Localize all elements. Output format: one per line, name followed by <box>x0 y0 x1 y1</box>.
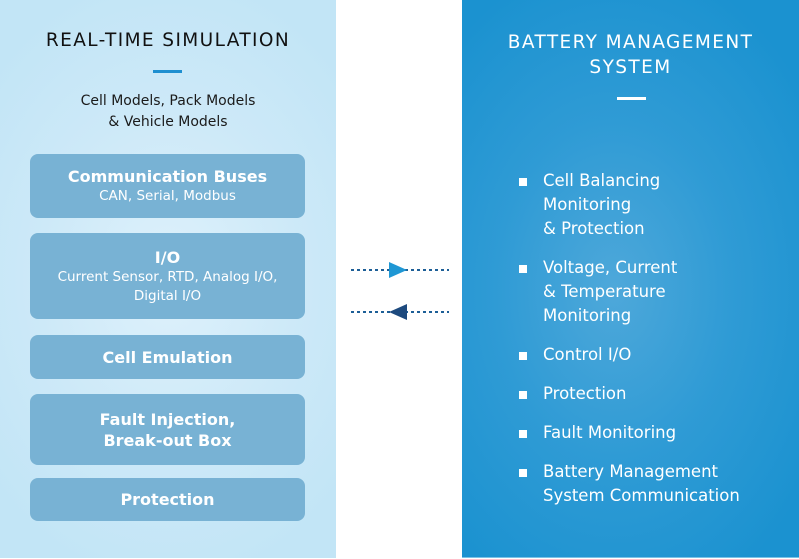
feature-line: System Communication <box>543 486 740 505</box>
square-bullet-icon <box>519 469 527 477</box>
box-subtitle: Digital I/O <box>133 287 202 304</box>
simulation-title-underline <box>153 70 182 73</box>
box-io: I/O Current Sensor, RTD, Analog I/O, Dig… <box>30 233 305 319</box>
box-title: Protection <box>120 490 215 509</box>
bms-feature-list: Cell Balancing Monitoring & Protection V… <box>519 169 789 523</box>
feature-line: Battery Management <box>543 462 719 481</box>
simulation-subtitle-line: Cell Models, Pack Models <box>80 93 256 109</box>
box-title: Cell Emulation <box>102 347 233 367</box>
square-bullet-icon <box>519 391 527 399</box>
box-communication-buses: Communication Buses CAN, Serial, Modbus <box>30 154 305 218</box>
box-title: Communication Buses <box>67 167 268 186</box>
box-title-line: Break-out Box <box>103 430 232 450</box>
feature-line: Protection <box>543 384 627 403</box>
simulation-subtitle-line: & Vehicle Models <box>108 114 228 130</box>
bms-feature-item: Battery Management System Communication <box>519 460 789 508</box>
bms-feature-item: Control I/O <box>519 343 789 367</box>
arrow-right-icon <box>389 262 407 278</box>
feature-line: & Temperature <box>543 282 666 301</box>
square-bullet-icon <box>519 178 527 186</box>
box-title: I/O <box>154 247 181 267</box>
bms-title-underline <box>617 97 646 100</box>
simulation-title: REAL-TIME SIMULATION <box>45 30 291 51</box>
box-title-line: Fault Injection, <box>99 409 236 429</box>
square-bullet-icon <box>519 265 527 273</box>
bms-title-line: SYSTEM <box>589 57 672 78</box>
bms-feature-item: Cell Balancing Monitoring & Protection <box>519 169 789 241</box>
bms-feature-item: Fault Monitoring <box>519 421 789 445</box>
box-subtitle: CAN, Serial, Modbus <box>99 188 236 204</box>
battery-management-system-panel <box>462 0 799 558</box>
arrow-to-bms <box>350 262 450 278</box>
feature-line: Control I/O <box>543 345 632 364</box>
square-bullet-icon <box>519 430 527 438</box>
box-fault-injection: Fault Injection, Break-out Box <box>30 394 305 465</box>
feature-line: Monitoring <box>543 195 632 214</box>
feature-line: Monitoring <box>543 306 632 325</box>
bms-feature-item: Voltage, Current & Temperature Monitorin… <box>519 256 789 328</box>
bms-title: BATTERY MANAGEMENT SYSTEM <box>462 30 799 80</box>
box-protection: Protection <box>30 478 305 521</box>
box-cell-emulation: Cell Emulation <box>30 335 305 379</box>
feature-line: & Protection <box>543 219 645 238</box>
feature-line: Fault Monitoring <box>543 423 677 442</box>
square-bullet-icon <box>519 352 527 360</box>
feature-line: Cell Balancing <box>543 171 661 190</box>
box-subtitle: Current Sensor, RTD, Analog I/O, <box>57 268 278 285</box>
simulation-subtitle: Cell Models, Pack Models & Vehicle Model… <box>0 91 336 133</box>
arrow-left-icon <box>389 304 407 320</box>
bms-title-line: BATTERY MANAGEMENT <box>507 32 754 53</box>
arrow-to-simulation <box>350 304 450 320</box>
feature-line: Voltage, Current <box>543 258 678 277</box>
bms-feature-item: Protection <box>519 382 789 406</box>
